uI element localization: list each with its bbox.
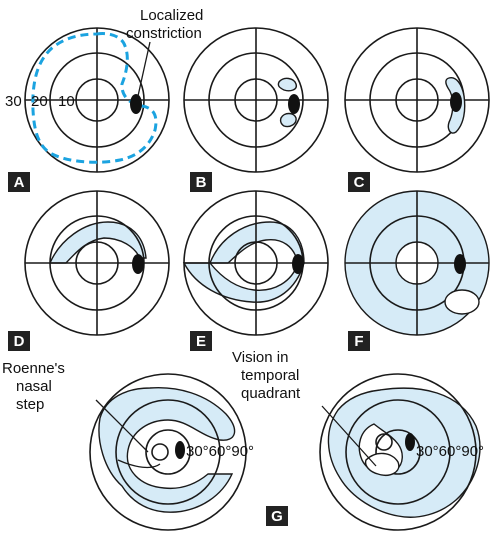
- panel-c: C: [344, 27, 490, 192]
- panel-f-badge: [348, 331, 370, 351]
- panel-d: D: [8, 190, 170, 351]
- panel-b-scotoma-upper: [277, 77, 297, 92]
- panel-g-right-chart: [319, 373, 477, 531]
- panel-g-right-temporal-island: [364, 452, 400, 476]
- panel-d-letter: D: [14, 333, 25, 350]
- panel-b: B: [183, 27, 329, 192]
- panel-d-chart: [24, 190, 170, 336]
- panel-a-leader-line: [137, 41, 151, 97]
- panel-g-right: Vision in temporal quadrant 30°60°90° G: [232, 349, 484, 531]
- panel-e-blind-spot: [292, 254, 304, 274]
- panel-e-letter: E: [196, 333, 206, 350]
- panel-c-chart: [344, 27, 490, 173]
- panel-g-left-chart: [89, 373, 247, 531]
- roenne-leader-line: [95, 399, 149, 453]
- vision-label-line1: Vision in: [232, 349, 288, 366]
- roenne-label-line3: step: [16, 396, 44, 413]
- panel-d-blind-spot: [132, 254, 144, 274]
- panel-d-badge: [8, 331, 30, 351]
- panel-f-temporal-island: [444, 289, 480, 315]
- panel-a-badge: [8, 172, 30, 192]
- panel-b-chart: [183, 27, 329, 173]
- roenne-label-line1: Roenne's: [2, 360, 65, 377]
- panel-e-badge: [190, 331, 212, 351]
- vision-label-line2: temporal: [241, 367, 299, 384]
- localized-constriction-label-line2: constriction: [126, 25, 202, 42]
- panel-g-left-nasal-step-contour: [117, 459, 161, 469]
- scale-label-20: 20: [31, 93, 48, 110]
- panel-f-letter: F: [354, 333, 363, 350]
- panel-b-letter: B: [196, 174, 207, 191]
- vision-leader-line: [321, 405, 377, 467]
- panel-c-blind-spot: [450, 92, 462, 112]
- panel-c-letter: C: [354, 174, 365, 191]
- panel-f: F: [344, 190, 490, 351]
- panel-a: Localized constriction 30 20 10 A: [5, 7, 203, 192]
- panel-a-chart: [24, 27, 170, 173]
- panel-b-blind-spot: [288, 94, 300, 114]
- roenne-label-line2: nasal: [16, 378, 52, 395]
- panel-a-blind-spot: [130, 94, 142, 114]
- scale-label-30: 30: [5, 93, 22, 110]
- panel-g-right-blind-spot: [405, 433, 415, 451]
- panel-g-badge: [266, 506, 288, 526]
- degree-scale-right: 30°60°90°: [416, 443, 484, 460]
- panel-c-badge: [348, 172, 370, 192]
- degree-scale-left: 30°60°90°: [186, 443, 254, 460]
- panel-b-badge: [190, 172, 212, 192]
- localized-constriction-label-line1: Localized: [140, 7, 203, 24]
- panel-e: E: [182, 190, 329, 351]
- scale-label-10: 10: [58, 93, 75, 110]
- panel-e-double-arcuate-scotoma: [182, 221, 305, 303]
- panel-a-letter: A: [14, 174, 25, 191]
- panel-f-blind-spot: [454, 254, 466, 274]
- panel-g-left: Roenne's nasal step 30°60°90°: [2, 360, 254, 531]
- vision-label-line3: quadrant: [241, 385, 301, 402]
- panel-g-left-field-loss: [98, 387, 236, 513]
- panel-b-scotoma-lower: [279, 112, 297, 128]
- panel-a-dashed-field-boundary: [31, 32, 158, 164]
- panel-g-left-blind-spot: [175, 441, 185, 459]
- panel-g-letter: G: [271, 508, 283, 525]
- panel-e-chart: [183, 190, 329, 336]
